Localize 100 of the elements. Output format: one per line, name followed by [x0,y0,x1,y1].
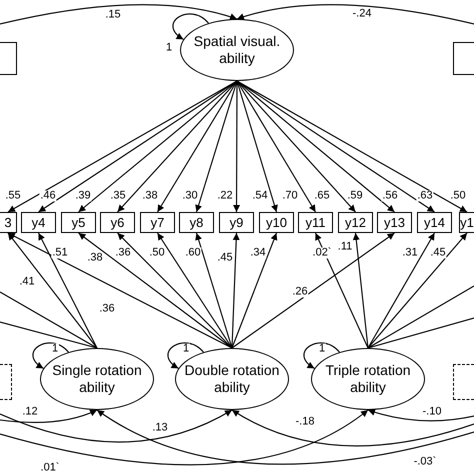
arrow [8,232,232,348]
self-loop-arrow [168,342,204,369]
edge-label: -.10 [422,406,442,418]
arrow [236,80,278,212]
arrow [38,232,98,348]
node-text: y8 [190,216,204,229]
node-text: Single rotation ability [51,362,143,396]
arrow [96,410,474,465]
observed-box [453,42,474,75]
edge-label: .12 [21,406,39,418]
edge-label: .30 [181,190,199,202]
arrow [352,232,369,348]
edge-label: .56 [381,190,399,202]
node-text: Triple rotation ability [324,362,412,396]
arrow [195,232,233,348]
arrow [195,80,238,212]
edge-label: .26 [291,286,309,298]
edge-label: .45 [429,248,447,258]
observed-box [0,212,17,233]
node-text: y7 [150,216,164,229]
node-text: Spatial visual. ability [192,33,282,67]
edge-label: .02` [312,248,332,258]
edge-label: .63 [416,190,434,202]
edge-label: -.03` [412,456,438,468]
edge-label: .45 [216,252,234,264]
edge-label: .38 [141,190,159,202]
self-loop-arrow [304,342,340,369]
edge-label: .46 [39,190,57,202]
edge-label: .39 [74,190,92,202]
arrow [157,80,238,212]
arrow [233,81,240,212]
arrow [78,232,232,348]
observed-box [0,42,17,75]
edge-label: .55 [4,190,22,202]
edge-label: .70 [281,190,299,202]
edge-label: 1 [182,344,190,354]
arrow [231,232,278,348]
edge-label: .50 [148,248,166,258]
edge-label: .41 [18,276,36,288]
arrow [0,410,98,423]
arrow [236,80,356,212]
edge-label: 1 [164,42,174,54]
observed-box [219,212,254,233]
edge-label: .36 [114,248,132,258]
edge-label: .34 [249,248,267,258]
arrow [231,232,240,348]
node-text: y5 [72,216,86,229]
edge-label: .36 [98,304,116,314]
arrow [236,4,474,25]
observed-box [417,212,452,233]
self-loop-arrow [172,14,209,40]
edge-label: .65 [313,190,331,202]
node-text: y9 [230,216,244,229]
arrow [368,408,474,422]
node-text: y12 [345,216,366,229]
observed-box [179,212,214,233]
node-text: y10 [266,216,287,229]
edge-label: .11 [336,242,354,252]
arrow [157,232,232,348]
dashed-box [453,364,474,400]
arrow [368,232,435,348]
edge-label: .31 [401,248,419,258]
arrow [232,410,474,446]
node-text: y13 [384,216,405,229]
arrow [315,232,368,348]
node-text: Double rotation ability [184,362,280,396]
arrow [117,80,238,212]
edge-label: 1 [318,344,326,354]
edge-label: .54 [251,190,269,202]
observed-box [298,212,333,233]
arrow [368,232,468,348]
arrow [8,232,98,348]
node-text: 3 [4,216,12,229]
arrow [232,232,395,348]
edge-label: .38 [86,252,104,264]
arrow [0,4,238,25]
edge-label: .13 [151,422,169,434]
edge-label: .51 [51,248,69,258]
observed-box [377,212,412,233]
observed-box [61,212,96,233]
edge-label: .35 [109,190,127,202]
node-text: y11 [306,216,326,229]
observed-box [21,212,56,233]
arrow [236,80,316,212]
observed-box [259,212,294,233]
observed-box [338,212,373,233]
arrow [117,232,232,348]
observed-box [140,212,175,233]
observed-box [100,212,135,233]
node-text: y14 [424,216,445,229]
observed-box [459,212,474,233]
node-text: y4 [32,216,46,229]
edge-label: .01` [40,462,60,474]
edge-label: .15 [104,10,122,20]
node-text: y1 [460,216,474,229]
edge-label: -.24 [352,8,372,20]
node-text: y6 [110,216,124,229]
path-coefficient: .50 [449,190,467,202]
arrow [0,410,368,466]
edge-label: .22 [216,190,234,202]
